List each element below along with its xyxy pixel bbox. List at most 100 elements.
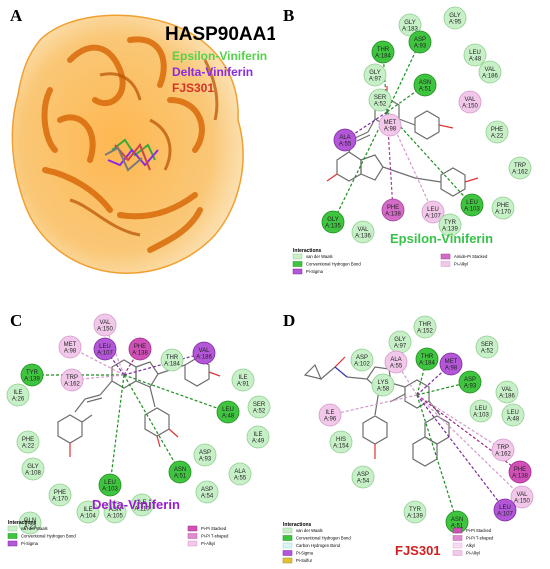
legend-title: Interactions	[283, 522, 312, 528]
interaction-lines-d	[329, 358, 523, 523]
residue-circle	[363, 63, 387, 87]
residue-circle	[195, 480, 219, 504]
legend-swatch	[7, 540, 18, 547]
interaction-line	[386, 111, 434, 213]
panel-a-letter: A	[10, 6, 23, 25]
residue-circle	[403, 500, 427, 524]
legend-swatch	[282, 550, 293, 556]
residue-circle	[463, 43, 487, 67]
residue-circle	[246, 425, 270, 449]
legend-fjs301: FJS301	[172, 81, 214, 95]
legend-swatch	[452, 535, 463, 541]
residue-circle	[478, 60, 502, 84]
legend-swatch	[7, 533, 18, 539]
legend-label: Pi-Pi T-shaped	[201, 534, 229, 539]
interaction-line	[416, 394, 504, 451]
residue-circle	[508, 460, 532, 484]
residue-circle	[491, 196, 515, 220]
legend-label: Pi-Alkyl	[454, 262, 468, 267]
legend-swatch	[282, 527, 293, 534]
interaction-line	[329, 394, 418, 416]
panel-b-letter: B	[283, 6, 295, 25]
residue-circle	[421, 200, 445, 224]
residue-circle	[128, 337, 152, 361]
legend-label: Pi-Pi Stacked	[201, 526, 227, 531]
legend-label: Pi-Pi Stacked	[466, 528, 492, 533]
residue-circle	[508, 156, 532, 180]
residue-circle	[168, 460, 192, 484]
residue-circle	[368, 88, 392, 112]
interaction-line	[71, 374, 125, 381]
legend-swatch	[452, 550, 463, 556]
legend-label: Conventional Hydrogen Bond	[306, 262, 361, 267]
legend-title: Interactions	[293, 248, 322, 254]
residue-circle	[21, 457, 45, 481]
interaction-line	[386, 111, 473, 206]
interaction-line	[416, 394, 506, 511]
residue-circle	[493, 498, 517, 522]
residue-circle	[18, 511, 42, 535]
residue-circle	[93, 313, 117, 337]
residue-circle	[485, 120, 509, 144]
legend-swatch	[187, 540, 198, 547]
legend-swatch	[452, 527, 463, 534]
legend-swatch	[7, 525, 18, 532]
residue-circle	[16, 430, 40, 454]
residue-circle	[510, 485, 534, 509]
interaction-line	[416, 363, 452, 396]
